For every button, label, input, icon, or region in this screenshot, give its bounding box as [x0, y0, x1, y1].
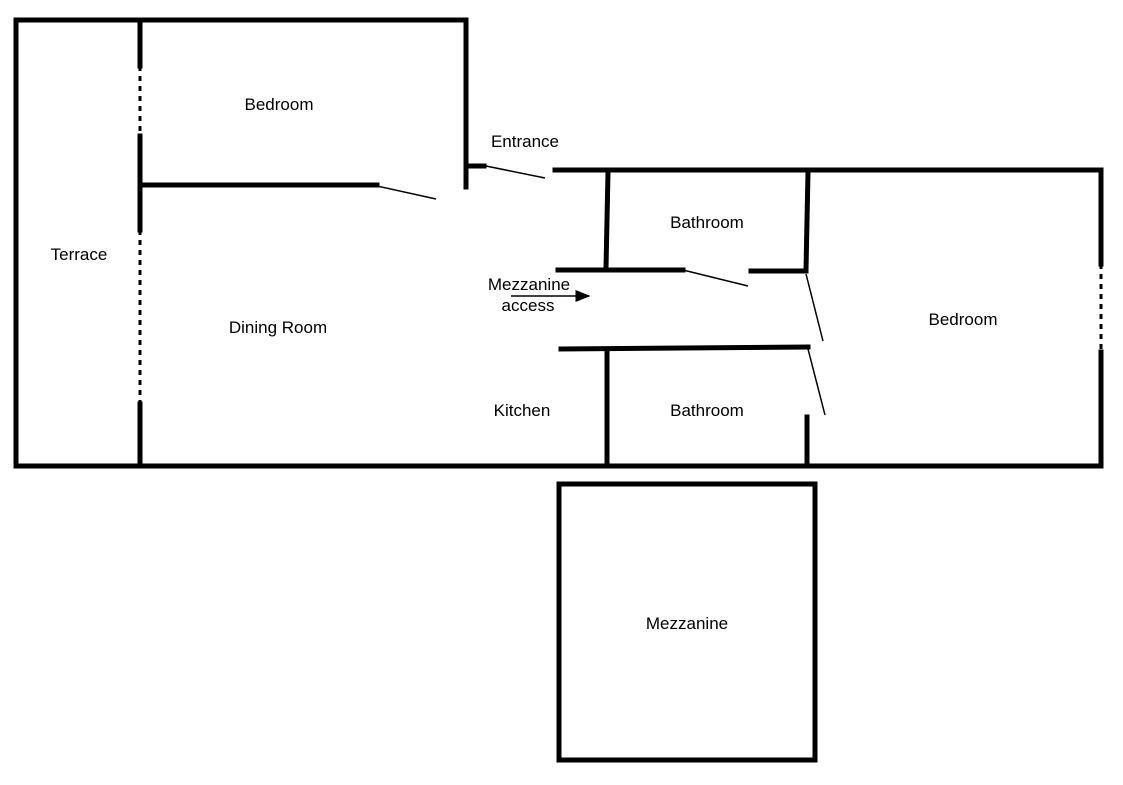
door-bath-lower — [807, 348, 826, 416]
label-kitchen: Kitchen — [494, 401, 551, 420]
wall-outer-left — [13, 17, 1104, 469]
label-terrace: Terrace — [51, 245, 108, 264]
label-bedroom-right: Bedroom — [929, 310, 998, 329]
door-bedroom-right — [805, 273, 824, 342]
label-bathroom-upper: Bathroom — [670, 213, 744, 232]
openings — [138, 66, 1103, 404]
label-bedroom-top: Bedroom — [245, 95, 314, 114]
wall-bath-upper-right — [803, 169, 811, 273]
label-entrance: Entrance — [491, 132, 559, 151]
room-labels: Terrace Bedroom Entrance Dining Room Mez… — [51, 95, 998, 633]
walls — [13, 17, 1104, 763]
wall-kitchen-top — [558, 344, 811, 352]
label-mezzanine-access-line1: Mezzanine — [488, 275, 570, 294]
label-mezzanine: Mezzanine — [646, 614, 728, 633]
door-bath-upper — [682, 269, 749, 287]
label-mezzanine-access-line2: access — [502, 296, 555, 315]
label-bathroom-lower: Bathroom — [670, 401, 744, 420]
door-bedroom — [376, 185, 437, 200]
wall-bath-upper-left — [603, 169, 611, 271]
door-entrance — [485, 165, 546, 179]
wall-mezzanine — [556, 481, 818, 763]
doors — [376, 165, 826, 416]
label-dining-room: Dining Room — [229, 318, 327, 337]
wall-right-top — [552, 167, 1104, 267]
